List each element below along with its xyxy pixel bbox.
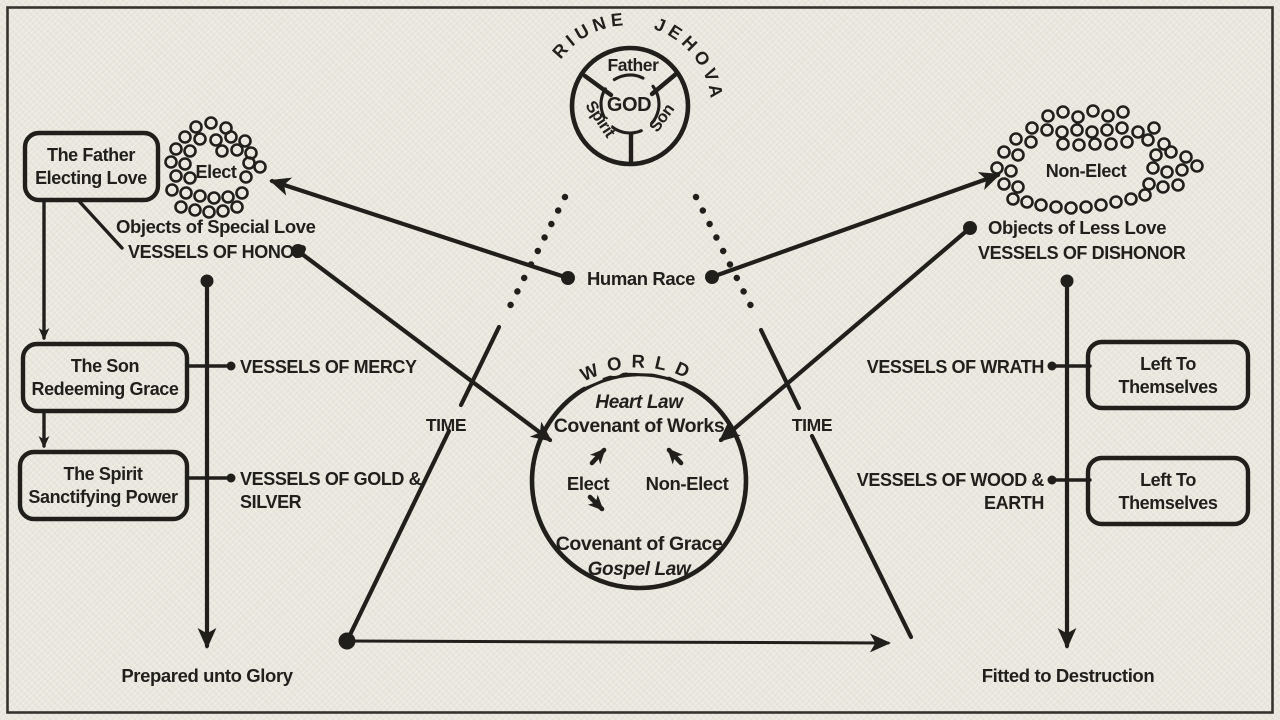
spirit-box	[17, 449, 190, 522]
elect-to-works-arrow	[589, 447, 607, 466]
left-column: The Father Electing Love The Son Redeemi…	[17, 130, 422, 686]
world-nonelect-label: Non-Elect	[646, 473, 729, 494]
son-row-dot	[226, 361, 236, 371]
decree-dotted-lines	[500, 193, 761, 322]
arrow-to-nonelect-cluster	[709, 172, 1001, 280]
world-arc-label: WORLD	[577, 350, 701, 385]
box2-line1: Left To	[1140, 470, 1196, 490]
vessels-of-dishonor-label: VESSELS OF DISHONOR	[978, 243, 1186, 263]
human-race-label: Human Race	[587, 268, 695, 289]
god-inner-broken-circle	[599, 73, 661, 135]
right-column: Objects of Less Love VESSELS OF DISHONOR…	[857, 217, 1251, 686]
triangle-right-side-lower	[809, 433, 914, 640]
nonelect-to-works-arrow	[666, 447, 684, 466]
triangle-bottom-left-node	[338, 632, 356, 650]
dotted-line-left	[500, 193, 569, 322]
father-to-vessels-line	[76, 198, 124, 250]
vessels-of-wrath-label: VESSELS OF WRATH	[867, 357, 1044, 377]
father-box-line1: The Father	[47, 145, 135, 165]
box1-line2: Themselves	[1118, 377, 1217, 397]
nonelect-cluster-label: Non-Elect	[1046, 161, 1127, 181]
elect-cluster-label: Elect	[195, 162, 236, 182]
trinity-spokes	[582, 71, 679, 166]
honor-to-world-elect-arrow	[295, 248, 553, 443]
spirit-box-line1: The Spirit	[63, 464, 142, 484]
elect-to-grace-arrow	[587, 494, 605, 512]
left-to-themselves-box-1	[1085, 339, 1251, 411]
objects-special-love-label: Objects of Special Love	[116, 216, 316, 237]
gospel-law-label: Gospel Law	[588, 559, 692, 580]
god-label: GOD	[607, 94, 651, 116]
son-box	[20, 341, 190, 414]
triangle-bottom-arrow	[345, 633, 891, 653]
dotted-line-right	[692, 193, 761, 322]
vessel-diagonals	[291, 221, 977, 443]
father-label: Father	[607, 55, 659, 75]
vessels-of-wood-label-2: EARTH	[984, 493, 1044, 513]
time-triangle: TIME TIME	[338, 324, 914, 653]
elect-cluster-dots	[164, 116, 267, 219]
vessels-of-mercy-label: VESSELS OF MERCY	[240, 357, 417, 377]
elect-cluster: Elect	[164, 116, 267, 219]
son-box-line1: The Son	[71, 356, 139, 376]
son-box-line2: Redeeming Grace	[31, 379, 178, 399]
triangle-left-side-lower	[344, 428, 452, 644]
human-race-left-node	[561, 271, 575, 285]
father-box	[22, 130, 161, 203]
vessels-of-gold-label-1: VESSELS OF GOLD &	[240, 469, 422, 489]
nonelect-cluster: Non-Elect	[990, 104, 1204, 215]
world-circle-group: WORLD Heart Law Covenant of Works Elect …	[529, 345, 749, 591]
prepared-unto-glory-label: Prepared unto Glory	[121, 665, 293, 686]
triangle-right-side-upper	[758, 327, 802, 411]
page-border-frame	[6, 6, 1274, 714]
heart-law-label: Heart Law	[595, 392, 684, 413]
spirit-box-line2: Sanctifying Power	[28, 487, 178, 507]
time-label-right: TIME	[792, 415, 832, 435]
dishonor-to-world-nonelect-arrow	[718, 225, 973, 443]
time-label-left: TIME	[426, 415, 466, 435]
father-box-line2: Electing Love	[35, 168, 147, 188]
vessels-of-wood-label-1: VESSELS OF WOOD &	[857, 470, 1045, 490]
world-inner-arrows	[587, 447, 684, 512]
arrow-to-elect-cluster	[269, 177, 571, 281]
covenant-of-grace-label: Covenant of Grace	[556, 533, 723, 555]
world-elect-label: Elect	[567, 473, 609, 494]
objects-less-love-label: Objects of Less Love	[988, 217, 1166, 238]
spirit-row-dot	[226, 473, 236, 483]
box1-line1: Left To	[1140, 354, 1196, 374]
box2-line2: Themselves	[1118, 493, 1217, 513]
nonelect-cluster-dots	[990, 104, 1204, 215]
trinity-arc-title: TRIUNE JEHOVAH	[0, 0, 727, 103]
vessels-of-honor-label: VESSELS OF HONOR	[128, 242, 307, 262]
left-to-themselves-box-2	[1085, 455, 1251, 527]
human-race-node: Human Race	[269, 172, 1001, 289]
vessels-of-gold-label-2: SILVER	[240, 492, 302, 512]
fitted-to-destruction-label: Fitted to Destruction	[982, 665, 1155, 686]
covenant-of-works-label: Covenant of Works	[554, 415, 725, 437]
human-race-right-node	[705, 270, 719, 284]
triangle-left-side-upper	[458, 324, 502, 408]
world-circle	[529, 371, 749, 591]
